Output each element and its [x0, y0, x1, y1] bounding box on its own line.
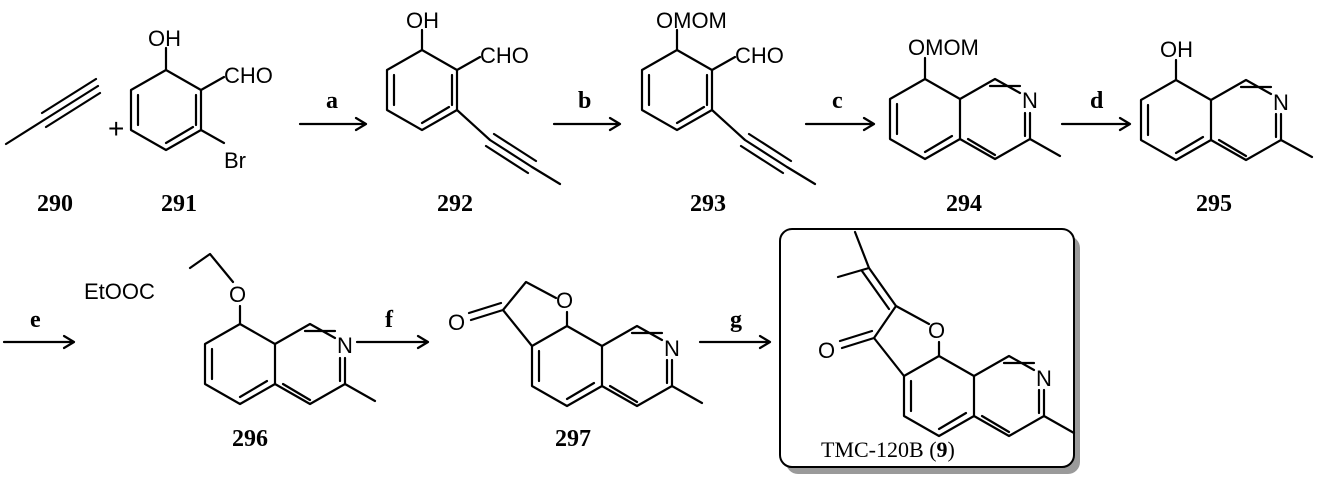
reaction-e-label: e — [30, 307, 41, 333]
arrow-c-line — [804, 116, 876, 132]
compound-296-label: 296 — [232, 426, 268, 452]
hydroxyl-label: OH — [406, 8, 439, 33]
product-box — [779, 228, 1080, 474]
ketone-oxygen-label: O — [818, 338, 835, 363]
ring-nitrogen-label: N — [1273, 90, 1289, 115]
furan-oxygen-label: O — [928, 318, 945, 343]
bromo-label: Br — [224, 148, 246, 173]
ketone-oxygen-label: O — [448, 310, 465, 335]
aldehyde-label: CHO — [735, 43, 784, 68]
aldehyde-label: CHO — [480, 43, 529, 68]
compound-293: OMOM CHO 293 — [640, 8, 817, 217]
ester-label: EtOOC — [84, 279, 155, 304]
arrow-d-line — [1060, 116, 1132, 132]
compound-9-bonds — [836, 230, 1076, 438]
product-title: TMC-120B (9) — [821, 437, 955, 462]
compound-291-bonds — [129, 46, 226, 152]
compound-294: OMOM N 294 — [888, 35, 1062, 217]
arrow-f-line — [355, 334, 430, 350]
compound-293-label: 293 — [690, 191, 726, 217]
compound-295: OH N 295 — [1139, 37, 1314, 217]
compound-291-label: 291 — [161, 191, 197, 217]
arrow-a-line — [298, 116, 368, 132]
arrow-g: g — [698, 307, 772, 350]
arrow-g-line — [698, 334, 772, 350]
ether-oxygen-label: O — [229, 282, 246, 307]
product-number: 9 — [937, 437, 948, 462]
compound-296: EtOOC O N 296 — [84, 252, 377, 452]
arrow-e: e — [2, 307, 76, 350]
arrow-b: b — [552, 88, 622, 132]
compound-297-label: 297 — [555, 426, 591, 452]
compound-297: O O N 297 — [448, 280, 704, 452]
reaction-a-label: a — [326, 88, 338, 114]
compound-9: O O N TMC-120B (9) — [818, 230, 1076, 462]
compound-293-bonds — [640, 28, 817, 186]
compound-295-label: 295 — [1196, 191, 1232, 217]
ring-nitrogen-label: N — [1022, 88, 1038, 113]
furan-oxygen-label: O — [556, 288, 573, 313]
compound-290-label: 290 — [37, 191, 73, 217]
reaction-g-label: g — [730, 307, 742, 333]
ring-nitrogen-label: N — [337, 333, 353, 358]
compound-291: OH CHO Br 291 — [129, 26, 273, 217]
product-name: TMC-120B — [821, 437, 924, 462]
ring-nitrogen-label: N — [1036, 366, 1052, 391]
arrow-d: d — [1060, 88, 1132, 132]
hydroxyl-label: OH — [1160, 37, 1193, 62]
plus-sign: + — [108, 113, 124, 144]
ring-nitrogen-label: N — [664, 336, 680, 361]
reaction-c-label: c — [832, 88, 843, 114]
arrow-f: f — [355, 307, 430, 350]
reaction-f-label: f — [385, 307, 394, 333]
reaction-d-label: d — [1090, 88, 1104, 114]
arrow-b-line — [552, 116, 622, 132]
reaction-b-label: b — [578, 88, 591, 114]
propyne-bonds — [4, 77, 102, 146]
compound-296-bonds — [188, 252, 377, 406]
mom-ether-label: OMOM — [908, 35, 979, 60]
hydroxyl-label: OH — [148, 26, 181, 51]
compound-295-bonds — [1139, 58, 1314, 162]
compound-294-bonds — [888, 56, 1062, 161]
arrow-e-line — [2, 334, 76, 350]
mom-ether-label: OMOM — [656, 8, 727, 33]
compound-290: 290 — [4, 77, 102, 217]
compound-292-bonds — [385, 28, 562, 186]
product-box-frame — [779, 228, 1075, 468]
aldehyde-label: CHO — [224, 63, 273, 88]
arrow-c: c — [804, 88, 876, 132]
compound-292: OH CHO 292 — [385, 8, 562, 217]
arrow-a: a — [298, 88, 368, 132]
compound-292-label: 292 — [437, 191, 473, 217]
compound-297-bonds — [467, 280, 704, 408]
compound-294-label: 294 — [946, 191, 982, 217]
